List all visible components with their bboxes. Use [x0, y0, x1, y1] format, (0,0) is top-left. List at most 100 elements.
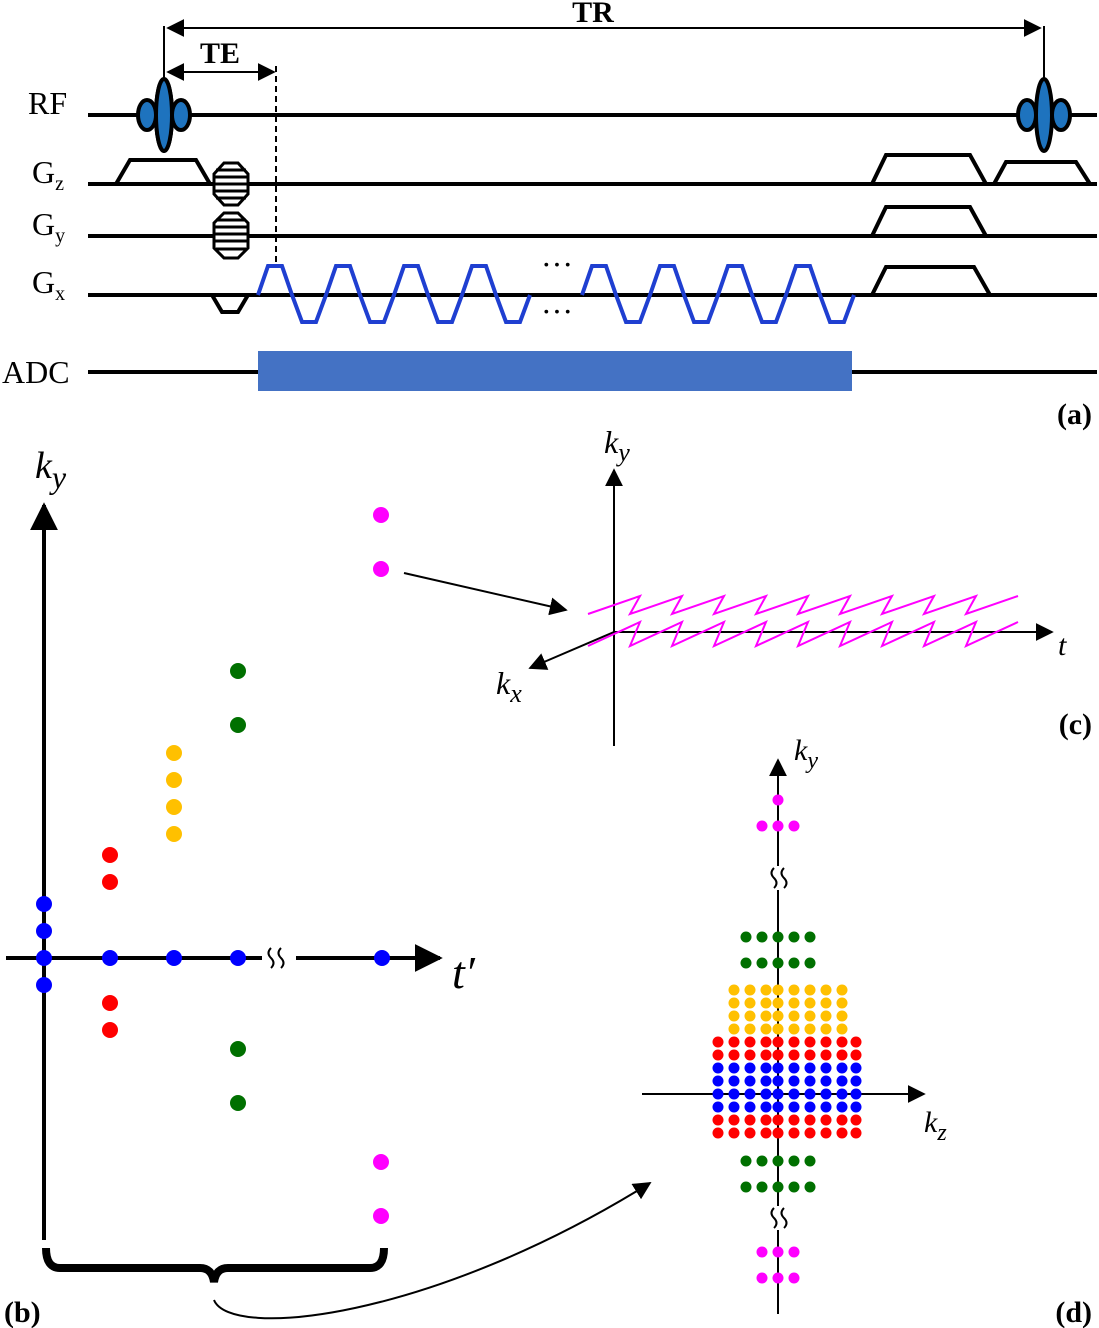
- d-dot-red: [820, 1114, 832, 1126]
- d-dot-blue: [744, 1101, 756, 1113]
- d-dot-blue: [850, 1088, 862, 1100]
- b-dot-blue: [36, 923, 52, 939]
- d-dot-yellow: [836, 984, 848, 996]
- d-dot-blue: [760, 1101, 772, 1113]
- b-dot-yellow: [166, 826, 182, 842]
- d-dot-magenta: [756, 1246, 768, 1258]
- d-dot-red: [728, 1049, 740, 1061]
- d-dot-blue: [788, 1062, 800, 1074]
- d-dot-blue: [728, 1101, 740, 1113]
- d-axis-break-upper-gap: [768, 866, 788, 890]
- d-dot-red: [788, 1049, 800, 1061]
- d-dot-blue: [850, 1075, 862, 1087]
- b-dot-red: [102, 1022, 118, 1038]
- panel-a-tag: (a): [1057, 398, 1092, 431]
- d-dot-magenta: [772, 1272, 784, 1284]
- d-dot-yellow: [744, 1023, 756, 1035]
- d-dot-blue: [772, 1088, 784, 1100]
- d-dot-green: [788, 931, 800, 943]
- d-dot-blue: [788, 1075, 800, 1087]
- d-dot-green: [804, 1155, 816, 1167]
- d-dot-magenta: [756, 820, 768, 832]
- d-dot-yellow: [836, 1010, 848, 1022]
- d-dot-yellow: [804, 984, 816, 996]
- b-ky-label: ky: [35, 445, 67, 495]
- panel-a: TR TE RF Gz Gy Gx ADC: [2, 0, 1097, 431]
- b-brace: [42, 1247, 388, 1283]
- d-dot-blue: [760, 1075, 772, 1087]
- d-dot-yellow: [772, 1023, 784, 1035]
- d-dot-green: [804, 931, 816, 943]
- d-dot-blue: [712, 1088, 724, 1100]
- d-dot-yellow: [836, 997, 848, 1009]
- b-dot-red: [102, 995, 118, 1011]
- d-dot-yellow: [772, 984, 784, 996]
- gy-spoiler: [870, 205, 988, 237]
- rf-pulse-1: [136, 77, 192, 153]
- adc-row-label: ADC: [2, 354, 70, 390]
- gx-prephaser: [210, 293, 250, 314]
- b-sample-dots: [36, 507, 390, 1224]
- d-dot-blue: [744, 1062, 756, 1074]
- panel-c-tag: (c): [1059, 708, 1092, 741]
- d-dot-green: [756, 931, 768, 943]
- d-dot-blue: [712, 1075, 724, 1087]
- d-dot-blue: [760, 1062, 772, 1074]
- d-dot-red: [728, 1114, 740, 1126]
- gy-phase-encode-table: [212, 211, 250, 260]
- d-dot-yellow: [760, 997, 772, 1009]
- d-dot-green: [740, 931, 752, 943]
- d-dot-yellow: [820, 997, 832, 1009]
- d-dot-yellow: [744, 984, 756, 996]
- d-dot-red: [760, 1114, 772, 1126]
- gz-next-slice-select: [992, 160, 1092, 186]
- d-dot-yellow: [728, 984, 740, 996]
- d-dot-red: [744, 1114, 756, 1126]
- d-dot-yellow: [804, 997, 816, 1009]
- d-dot-red: [804, 1036, 816, 1048]
- d-dot-red: [712, 1114, 724, 1126]
- gy-row-label: Gy: [32, 206, 65, 247]
- d-dot-blue: [836, 1088, 848, 1100]
- d-dot-yellow: [760, 1023, 772, 1035]
- d-dot-red: [772, 1114, 784, 1126]
- d-dot-green: [804, 1181, 816, 1193]
- d-dot-red: [788, 1036, 800, 1048]
- rf-pulse-2: [1016, 77, 1072, 153]
- b-dot-blue: [166, 950, 182, 966]
- d-dot-red: [836, 1036, 848, 1048]
- b-dot-yellow: [166, 745, 182, 761]
- d-dot-yellow: [760, 984, 772, 996]
- b-dot-green: [230, 663, 246, 679]
- d-dot-yellow: [728, 1023, 740, 1035]
- d-dot-blue: [836, 1062, 848, 1074]
- b-dot-magenta: [373, 561, 389, 577]
- d-dot-yellow: [804, 1023, 816, 1035]
- d-dot-red: [788, 1127, 800, 1139]
- d-dot-red: [820, 1049, 832, 1061]
- d-kz-label: kz: [924, 1106, 947, 1146]
- b-dot-magenta: [373, 507, 389, 523]
- gx-ellipsis-top: ···: [541, 246, 573, 282]
- d-dot-magenta: [788, 820, 800, 832]
- d-dot-red: [744, 1049, 756, 1061]
- gx-readout-train-1: [256, 264, 532, 324]
- d-dot-red: [772, 1127, 784, 1139]
- d-dot-red: [820, 1036, 832, 1048]
- d-dot-yellow: [788, 1023, 800, 1035]
- d-dot-blue: [744, 1075, 756, 1087]
- d-dot-green: [756, 957, 768, 969]
- d-dot-magenta: [772, 794, 784, 806]
- d-dot-magenta: [772, 820, 784, 832]
- d-dot-blue: [804, 1101, 816, 1113]
- d-dot-green: [788, 1181, 800, 1193]
- d-dot-red: [760, 1036, 772, 1048]
- d-dot-red: [728, 1036, 740, 1048]
- d-dot-yellow: [820, 984, 832, 996]
- c-trajectory-upper: [587, 594, 1019, 616]
- gz-phase-encode-table: [212, 161, 250, 207]
- d-dot-blue: [772, 1062, 784, 1074]
- d-dot-red: [772, 1049, 784, 1061]
- d-dot-yellow: [820, 1023, 832, 1035]
